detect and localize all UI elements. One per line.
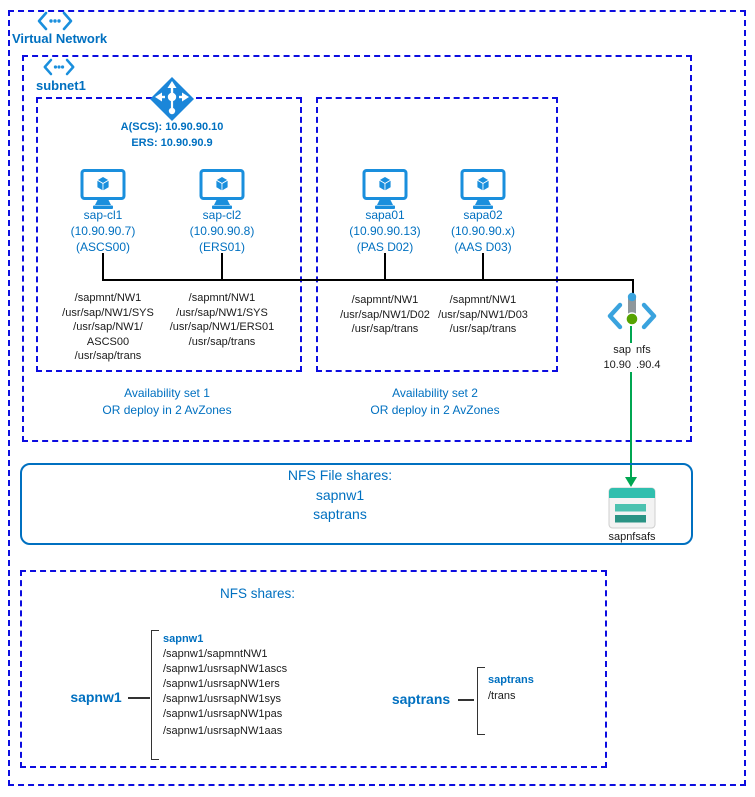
vm-name: sap-cl1 — [83, 208, 123, 222]
lb-frontend-ers: ERS: 10.90.90.9 — [131, 136, 213, 149]
vm-mounts-sapa02: /sapmnt/NW1 /usr/sap/NW1/D03 /usr/sap/tr… — [418, 293, 548, 337]
vm-label-sapa02: sapa02 (10.90.90.x) (AAS D03) — [418, 207, 548, 255]
sapnw1-connector — [128, 697, 150, 699]
virtual-network-label: Virtual Network — [12, 31, 108, 46]
load-balancer-icon — [149, 76, 195, 122]
vm-ip: (10.90.90.7) — [70, 224, 136, 238]
vm-name: sap-cl2 — [202, 208, 242, 222]
share-list-header: saptrans — [488, 674, 534, 686]
mount-path: /sapmnt/NW1 — [188, 292, 256, 304]
nfs-file-share-sapnw1: sapnw1 — [315, 486, 365, 503]
share-list-header: sapnw1 — [163, 633, 204, 645]
availability-set-1-label: Availability set 1 OR deploy in 2 AvZone… — [77, 385, 257, 419]
vm-role: (ASCS00) — [75, 240, 131, 254]
nfs-group-sapnw1-label: sapnw1 — [70, 689, 122, 705]
nfs-file-share-saptrans: saptrans — [313, 506, 367, 522]
file-share-storage-icon — [608, 487, 656, 529]
mount-path: /usr/sap/NW1/ — [73, 321, 143, 333]
avset-line2: OR deploy in 2 AvZones — [370, 403, 500, 417]
connector-vm3-stub — [384, 253, 386, 281]
saptrans-share-list: saptrans /trans — [488, 672, 608, 704]
nfs-group-saptrans-label: saptrans — [391, 691, 451, 707]
saptrans-connector — [458, 699, 474, 701]
load-balancer-frontends: A(SCS): 10.90.90.10 ERS: 10.90.90.9 — [92, 120, 252, 151]
share-path: /sapnw1/usrsapNW1sys — [163, 693, 281, 705]
mount-path: /usr/sap/NW1/D02 — [340, 308, 430, 321]
pe-name-left: sap — [612, 343, 633, 358]
vm-role: (ERS01) — [198, 240, 245, 254]
vm-name: sapa02 — [463, 208, 503, 222]
virtual-network-box — [8, 10, 746, 786]
green-connector-line — [630, 326, 632, 478]
connector-vm4-stub — [482, 253, 484, 281]
mount-path: /usr/sap/NW1/SYS — [176, 306, 268, 319]
vm-ip: (10.90.90.8) — [189, 224, 255, 238]
vm-icon-sapa01 — [362, 169, 408, 210]
storage-account-label: sapnfsafs — [608, 531, 656, 543]
vm-icon-sap-cl2 — [199, 169, 245, 210]
vm-role: (PAS D02) — [356, 240, 414, 254]
saptrans-bracket — [477, 667, 485, 735]
vm-name: sapa01 — [365, 208, 405, 222]
vm-mounts-sapa01: /sapmnt/NW1 /usr/sap/NW1/D02 /usr/sap/tr… — [320, 293, 450, 337]
mount-path: ASCS00 — [86, 335, 130, 348]
virtual-network-icon — [37, 11, 73, 31]
vm-label-sap-cl1: sap-cl1 (10.90.90.7) (ASCS00) — [38, 207, 168, 255]
mount-path: /usr/sap/trans — [449, 323, 517, 335]
mount-path: /usr/sap/NW1/D03 — [438, 308, 528, 321]
mount-path: /usr/sap/trans — [188, 335, 256, 348]
mount-path: /sapmnt/NW1 — [74, 292, 142, 304]
share-path: /sapnw1/usrsapNW1ers — [163, 678, 280, 690]
share-path: /sapnw1/usrsapNW1pas — [163, 708, 283, 720]
green-connector-arrowhead — [625, 477, 637, 487]
vm-ip: (10.90.90.13) — [349, 224, 421, 238]
mount-path: /usr/sap/trans — [351, 323, 419, 335]
connector-vm2-stub — [221, 253, 223, 281]
vm-mounts-sap-cl2: /sapmnt/NW1 /usr/sap/NW1/SYS /usr/sap/NW… — [157, 291, 287, 349]
mount-path: /sapmnt/NW1 — [449, 294, 517, 306]
share-path: /trans — [488, 690, 516, 702]
connector-to-endpoint — [632, 279, 634, 298]
mount-path: /usr/sap/trans — [74, 350, 142, 362]
nfs-shares-box — [20, 570, 607, 768]
vm-ip: (10.90.90.x) — [450, 224, 516, 238]
availability-set-2-box — [316, 97, 558, 372]
connector-bus — [102, 279, 634, 281]
subnet-box — [22, 55, 692, 442]
pe-ip-right: .90.4 — [635, 357, 662, 372]
nfs-file-shares-box — [20, 463, 693, 545]
vm-mounts-sap-cl1: /sapmnt/NW1 /usr/sap/NW1/SYS /usr/sap/NW… — [43, 291, 173, 364]
avset-line1: Availability set 1 — [124, 386, 210, 400]
avset-line1: Availability set 2 — [392, 386, 478, 400]
nfs-file-shares-text: NFS File shares: sapnw1 saptrans — [40, 466, 640, 525]
share-path: /sapnw1/usrsapNW1ascs — [163, 663, 288, 675]
subnet-label: subnet1 — [36, 78, 86, 93]
sapnw1-share-list: sapnw1 /sapnw1/sapmntNW1 /sapnw1/usrsapN… — [163, 632, 373, 739]
pe-ip: 10.90.90.4 — [584, 357, 680, 372]
nfs-file-shares-title: NFS File shares: — [287, 467, 393, 483]
mount-path: /usr/sap/NW1/SYS — [62, 306, 154, 319]
vm-icon-sap-cl1 — [80, 169, 126, 210]
pe-ip-left: 10.90 — [602, 357, 633, 372]
lb-frontend-ascs: A(SCS): 10.90.90.10 — [120, 121, 224, 133]
nfs-shares-title: NFS shares: — [219, 586, 296, 601]
mount-path: /usr/sap/NW1/ERS01 — [169, 321, 275, 333]
vm-label-sap-cl2: sap-cl2 (10.90.90.8) (ERS01) — [157, 207, 287, 255]
subnet-icon — [43, 58, 75, 76]
availability-set-2-label: Availability set 2 OR deploy in 2 AvZone… — [345, 385, 525, 419]
vm-role: (AAS D03) — [454, 240, 512, 254]
avset-line2: OR deploy in 2 AvZones — [102, 403, 232, 417]
mount-path: /sapmnt/NW1 — [351, 294, 419, 306]
sapnw1-bracket — [151, 630, 159, 760]
private-endpoint-icon — [606, 291, 658, 337]
share-path: /sapnw1/sapmntNW1 — [163, 648, 268, 660]
vm-label-sapa01: sapa01 (10.90.90.13) (PAS D02) — [320, 207, 450, 255]
connector-vm1-stub — [102, 253, 104, 281]
share-path: /sapnw1/usrsapNW1aas — [163, 725, 283, 737]
vm-icon-sapa02 — [460, 169, 506, 210]
pe-name-right: nfs — [635, 343, 652, 358]
